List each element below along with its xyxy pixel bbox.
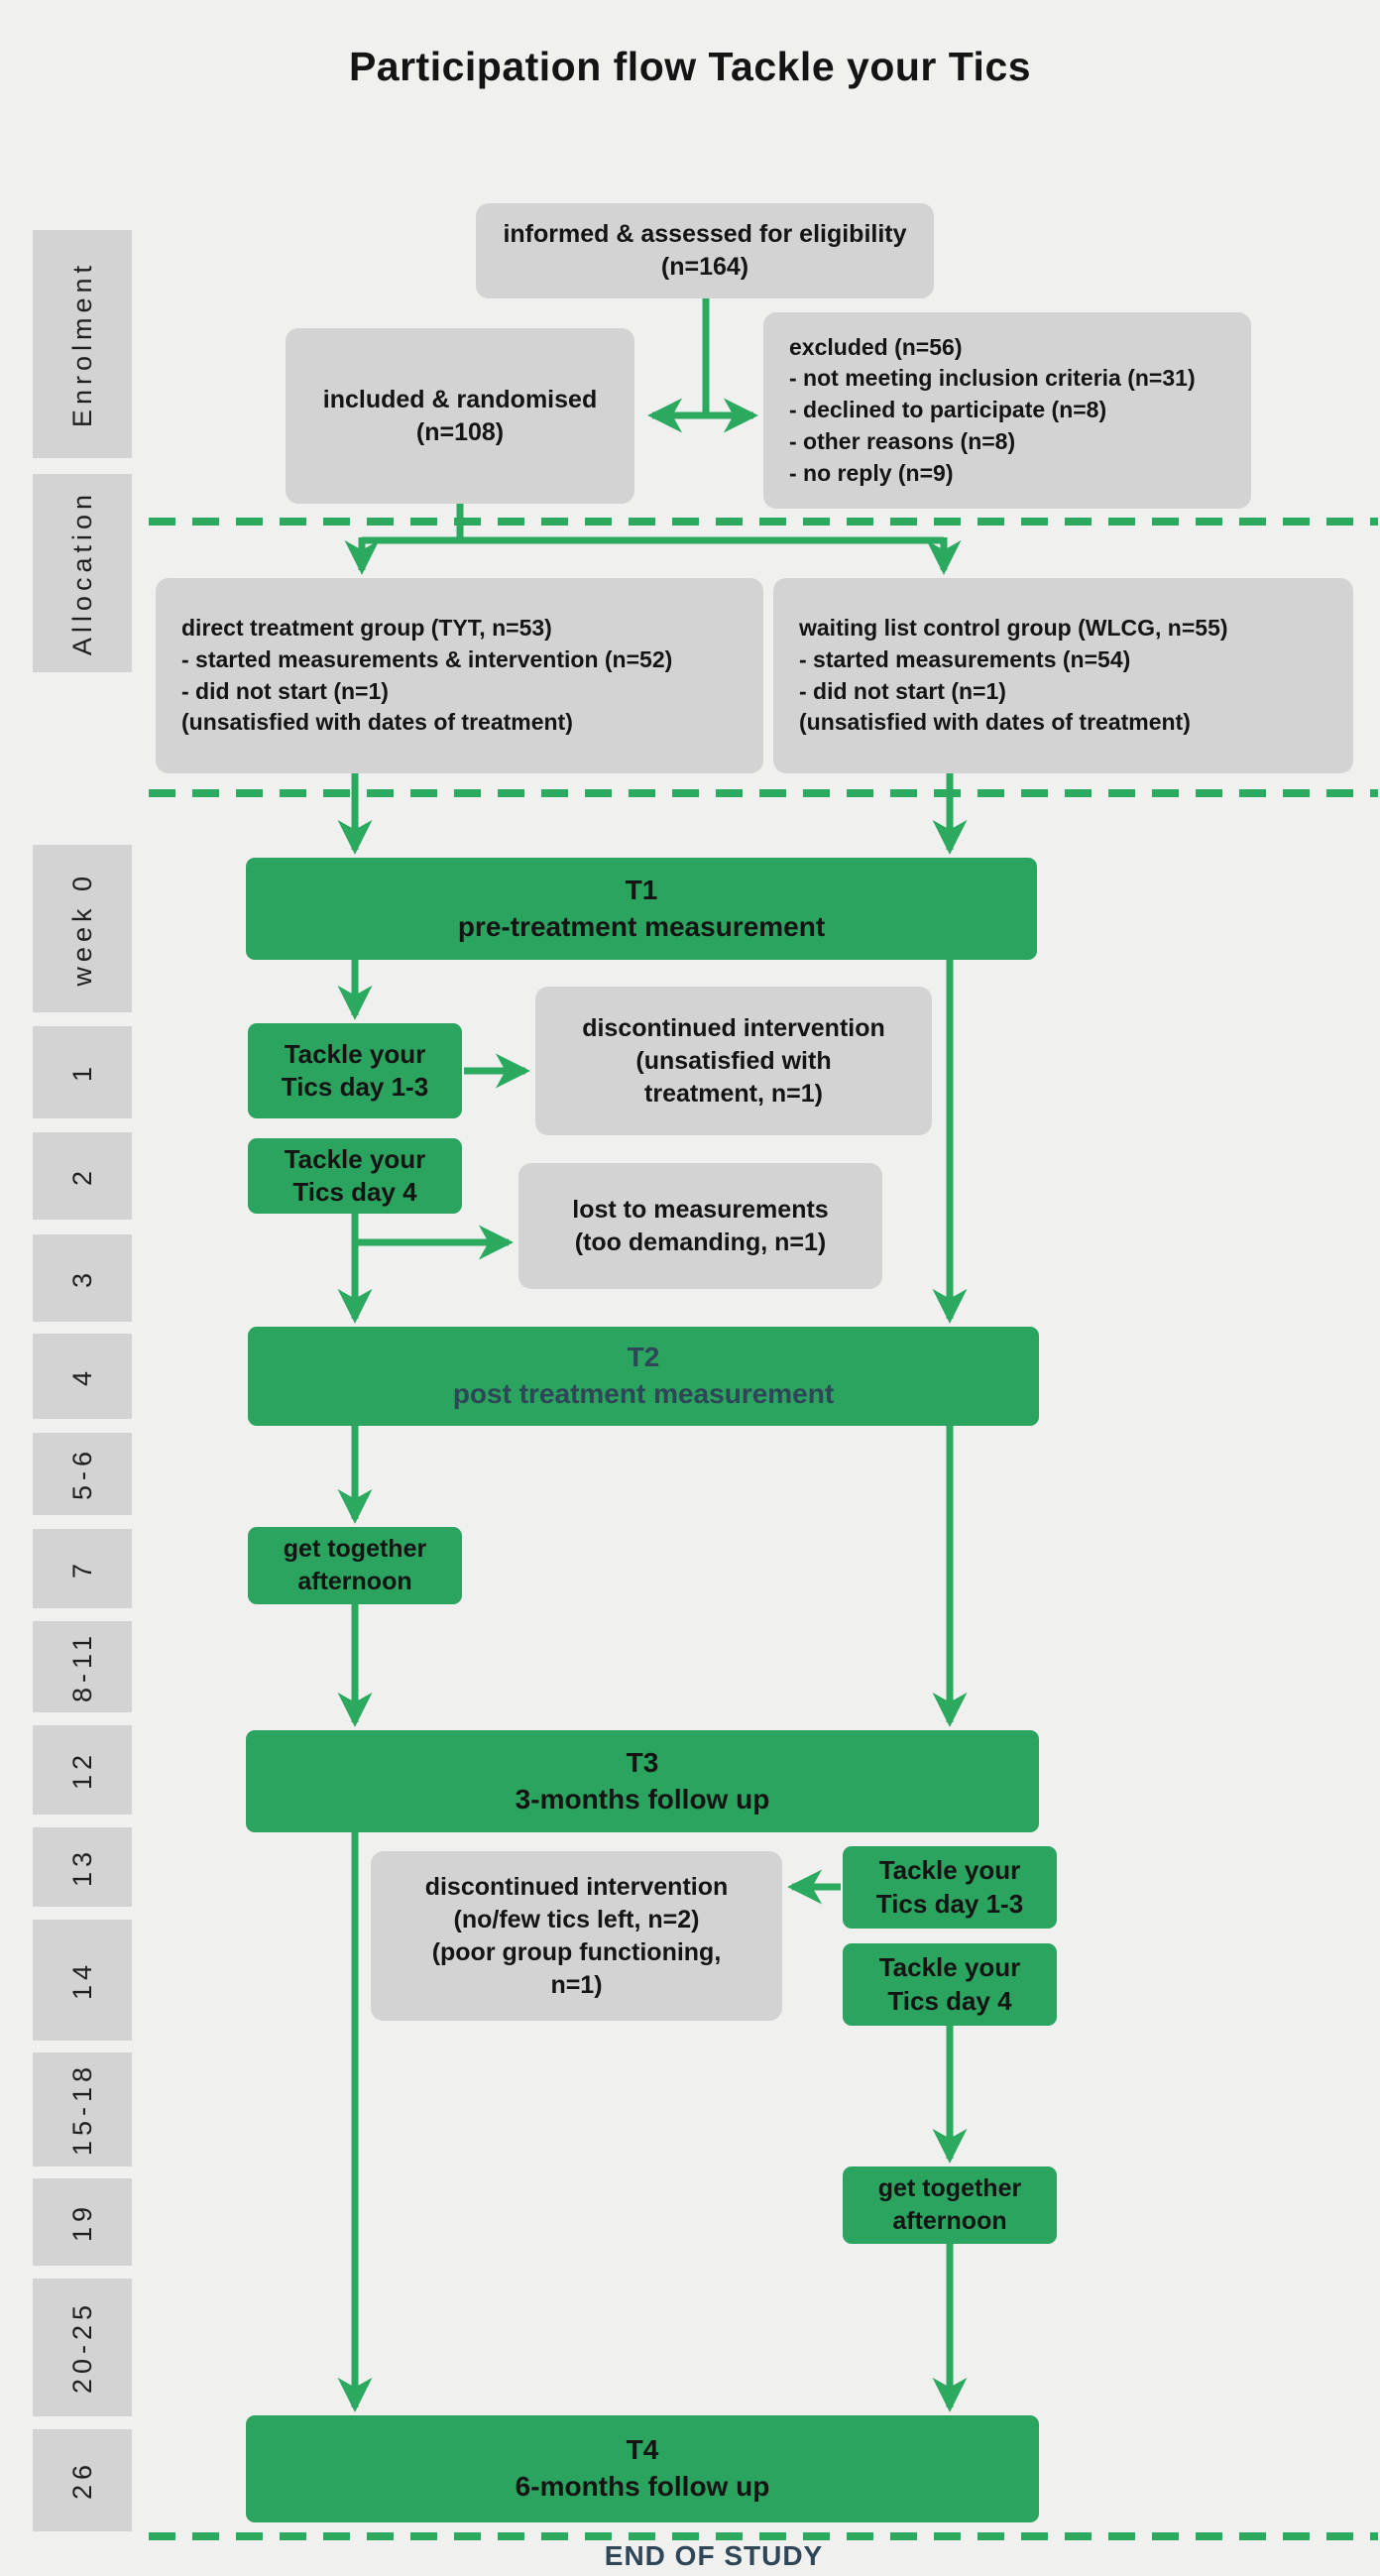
node-included-randomised: included & randomised (n=108) <box>286 328 634 504</box>
node-t3-3-months-follow-up: T3 3-months follow up <box>246 1730 1039 1832</box>
sidebar-item-week-1: 1 <box>33 1026 132 1118</box>
sidebar-item-week-2: 2 <box>33 1132 132 1220</box>
sidebar-item-week-15-18: 15-18 <box>33 2052 132 2166</box>
node-discontinued-intervention-1: discontinued intervention (unsatisfied w… <box>535 987 932 1135</box>
node-tackle-day-4-left: Tackle your Tics day 4 <box>248 1138 462 1214</box>
sidebar-item-week-14: 14 <box>33 1920 132 2041</box>
node-tackle-day-1-3-right: Tackle your Tics day 1-3 <box>843 1846 1057 1929</box>
sidebar-item-week-20-25: 20-25 <box>33 2279 132 2416</box>
node-t2-post-treatment: T2 post treatment measurement <box>248 1327 1039 1426</box>
sidebar-item-week-5-6: 5-6 <box>33 1433 132 1515</box>
node-tackle-day-4-right: Tackle your Tics day 4 <box>843 1943 1057 2026</box>
node-discontinued-intervention-2: discontinued intervention (no/few tics l… <box>371 1851 782 2021</box>
node-get-together-right: get together afternoon <box>843 2166 1057 2244</box>
sidebar-item-enrolment: Enrolment <box>33 230 132 458</box>
sidebar-item-week-7: 7 <box>33 1529 132 1608</box>
node-tackle-day-1-3-left: Tackle your Tics day 1-3 <box>248 1023 462 1118</box>
node-get-together-left: get together afternoon <box>248 1527 462 1604</box>
node-t4-6-months-follow-up: T4 6-months follow up <box>246 2415 1039 2522</box>
node-waiting-list-control-group: waiting list control group (WLCG, n=55) … <box>773 578 1353 773</box>
sidebar-item-week-4: 4 <box>33 1334 132 1419</box>
node-t1-pre-treatment: T1 pre-treatment measurement <box>246 858 1037 960</box>
sidebar-item-allocation: Allocation <box>33 474 132 672</box>
node-excluded: excluded (n=56) - not meeting inclusion … <box>763 312 1251 509</box>
sidebar-item-week-12: 12 <box>33 1725 132 1815</box>
end-of-study-label: END OF STUDY <box>604 2540 824 2571</box>
sidebar-item-week-3: 3 <box>33 1234 132 1322</box>
sidebar-item-week-0: week 0 <box>33 845 132 1012</box>
node-eligibility: informed & assessed for eligibility (n=1… <box>476 203 934 298</box>
sidebar-item-week-19: 19 <box>33 2178 132 2266</box>
page-title: Participation flow Tackle your Tics <box>348 44 1032 89</box>
node-lost-to-measurements: lost to measurements (too demanding, n=1… <box>518 1163 882 1289</box>
sidebar-item-week-8-11: 8-11 <box>33 1621 132 1712</box>
sidebar-item-week-26: 26 <box>33 2429 132 2531</box>
node-direct-treatment-group: direct treatment group (TYT, n=53) - sta… <box>156 578 763 773</box>
sidebar-item-week-13: 13 <box>33 1827 132 1907</box>
